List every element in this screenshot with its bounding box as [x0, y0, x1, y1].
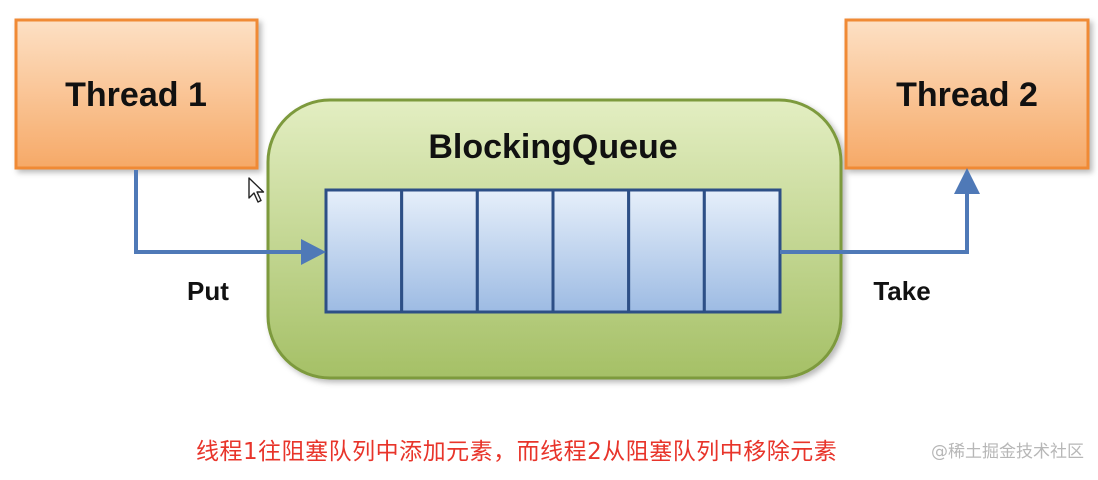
queue-slot [324, 188, 404, 314]
watermark-text: @稀土掘金技术社区 [931, 442, 1084, 462]
mouse-cursor-icon [248, 177, 265, 203]
caption-text: 线程1往阻塞队列中添加元素，而线程2从阻塞队列中移除元素 [196, 439, 838, 465]
queue-slot [475, 188, 555, 314]
queue-slot [400, 188, 479, 314]
queue-label: BlockingQueue [428, 128, 677, 166]
queue-slot [627, 188, 706, 314]
take-arrow [780, 168, 980, 254]
queue-slots [324, 188, 782, 314]
put-label: Put [187, 276, 229, 306]
thread1-box [14, 18, 259, 170]
thread1-label: Thread 1 [65, 76, 207, 114]
queue-slot [551, 188, 631, 314]
thread2-box [844, 18, 1090, 170]
thread2-label: Thread 2 [896, 76, 1038, 114]
take-label: Take [873, 276, 930, 306]
queue-slot [702, 188, 782, 314]
put-arrow [134, 170, 326, 265]
